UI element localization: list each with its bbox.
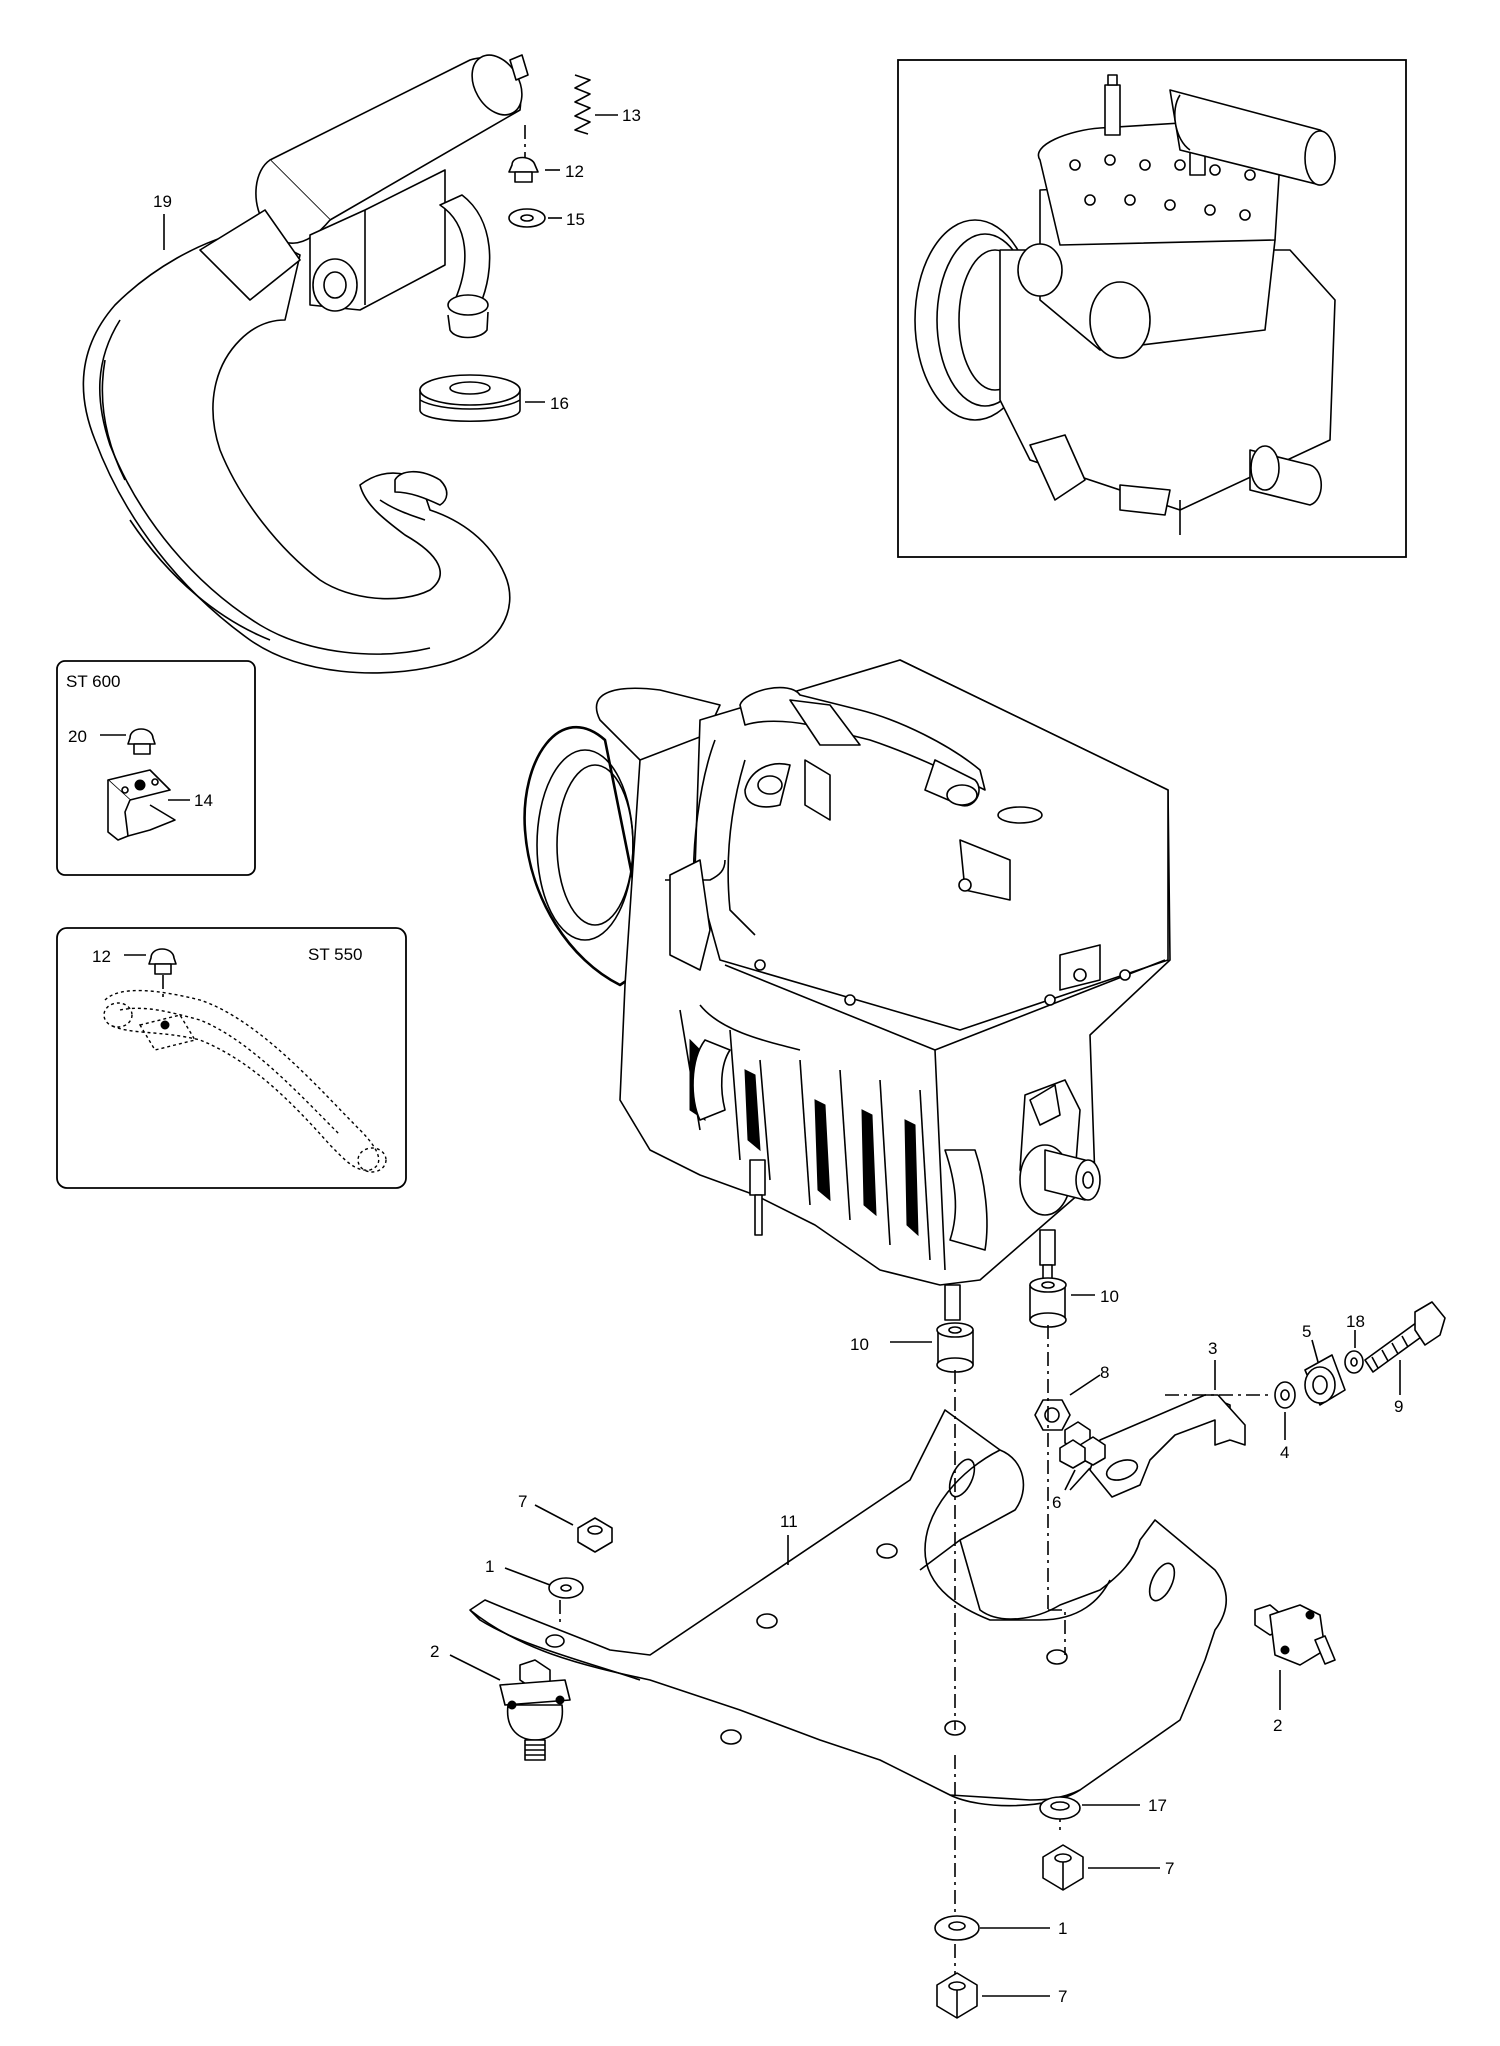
callout-1-top: 1 [485, 1557, 494, 1576]
callout-5: 5 [1302, 1322, 1311, 1341]
engine-overview-inset [897, 59, 1407, 558]
callout-9: 9 [1394, 1397, 1403, 1416]
washer-part-4 [1274, 1381, 1296, 1440]
main-engine [523, 659, 1171, 1321]
nuts-part-6 [1059, 1421, 1106, 1491]
engine-mount-plate [469, 1409, 1227, 1807]
rubber-mount-part-2-right [1254, 1604, 1336, 1710]
washer-part-17 [1039, 1796, 1140, 1820]
callout-14: 14 [194, 791, 213, 810]
nut-part-7-top [534, 1504, 613, 1553]
callout-13: 13 [622, 106, 641, 125]
callout-20: 20 [68, 727, 87, 746]
stud-part-8 [1034, 1374, 1101, 1431]
callout-2-right: 2 [1273, 1716, 1282, 1735]
pto-bracket-3 [1089, 1360, 1246, 1498]
washer-part-1-bottom [934, 1915, 1050, 1941]
callout-7-top: 7 [518, 1492, 527, 1511]
inset-title-st550: ST 550 [308, 945, 363, 964]
callout-7-mid: 7 [1165, 1859, 1174, 1878]
callout-4: 4 [1280, 1443, 1289, 1462]
callout-7-bottom: 7 [1058, 1987, 1067, 2006]
rubber-mount-part-2-left [449, 1654, 571, 1761]
callout-8: 8 [1100, 1363, 1109, 1382]
callout-16: 16 [550, 394, 569, 413]
callout-11: 11 [780, 1512, 798, 1531]
callout-19: 19 [153, 192, 172, 211]
callout-labels: 19 13 12 15 16 20 14 12 10 10 3 5 18 9 8… [68, 106, 1403, 2006]
head-bolts [1069, 154, 1256, 221]
washer-part-15 [508, 208, 562, 228]
bushing-part-5 [1304, 1339, 1346, 1406]
st600-inset: ST 600 [56, 660, 256, 876]
grommet-part-16 [419, 374, 545, 423]
washer-part-1-top [504, 1567, 584, 1599]
callout-10-left: 10 [850, 1335, 869, 1354]
callout-1-bottom: 1 [1058, 1919, 1067, 1938]
callout-2-left: 2 [430, 1642, 439, 1661]
cap-part-12 [508, 125, 560, 183]
inset-title-st600: ST 600 [66, 672, 121, 691]
callout-12-inset: 12 [92, 947, 111, 966]
spacer-left-10 [890, 1322, 974, 1373]
alignment-lines [559, 1325, 1270, 2010]
callout-12-top: 12 [565, 162, 584, 181]
callout-3: 3 [1208, 1339, 1217, 1358]
st550-inset: ST 550 [56, 927, 407, 1189]
spring-part [574, 74, 618, 135]
nut-part-7-mid [1042, 1844, 1160, 1891]
exhaust-pipe [82, 54, 529, 674]
callout-15: 15 [566, 210, 585, 229]
spacer-right-10 [1029, 1277, 1095, 1328]
callout-6: 6 [1052, 1493, 1061, 1512]
nut-part-7-bottom [936, 1972, 1050, 2019]
washer-part-18 [1344, 1330, 1364, 1374]
callout-17: 17 [1148, 1796, 1167, 1815]
bolt-part-9 [1364, 1301, 1446, 1395]
callout-18: 18 [1346, 1312, 1365, 1331]
callout-10-right: 10 [1100, 1287, 1119, 1306]
